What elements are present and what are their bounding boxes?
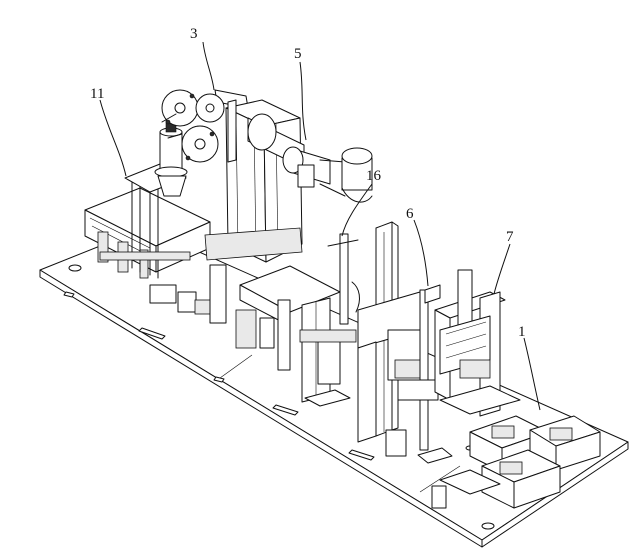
leader-lines	[99, 41, 541, 411]
right-station	[434, 269, 521, 417]
leader-1	[523, 337, 541, 411]
left-station	[84, 95, 275, 349]
leader-6	[413, 219, 429, 287]
callout-labels: 3 5 11 16 6 7 1	[90, 26, 526, 340]
middle-station	[239, 233, 360, 407]
callout-6: 6	[406, 206, 414, 222]
callout-16: 16	[366, 168, 382, 184]
leader-11	[99, 99, 127, 177]
column-assembly	[357, 221, 453, 464]
leader-16	[341, 183, 373, 237]
pipe-assembly	[247, 113, 373, 203]
leader-7	[493, 243, 511, 295]
leader-3	[202, 41, 215, 91]
callout-7: 7	[506, 229, 514, 245]
leader-5	[299, 61, 307, 141]
reel-tower	[161, 89, 303, 263]
part-bins	[431, 415, 601, 509]
callout-5: 5	[294, 46, 302, 62]
callout-3: 3	[190, 26, 198, 42]
callout-1: 1	[518, 324, 526, 340]
callout-11: 11	[90, 86, 104, 102]
